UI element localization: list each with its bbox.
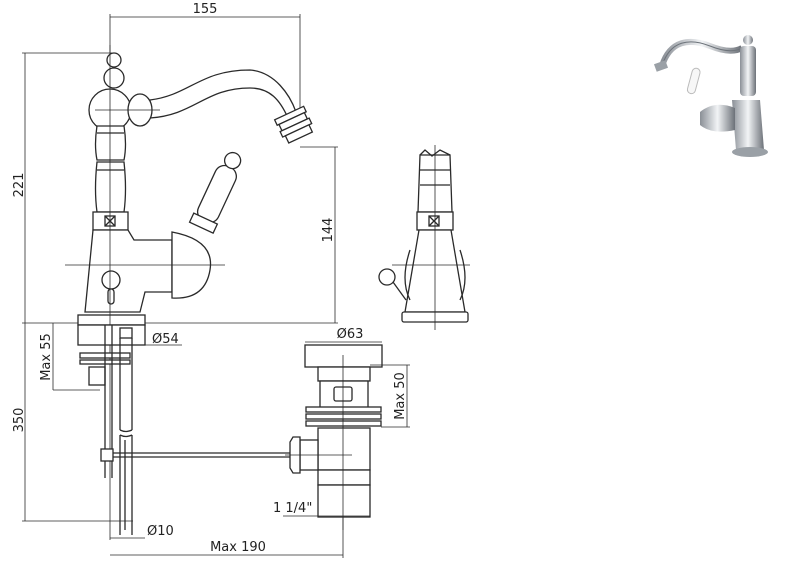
label-221: 221	[12, 173, 27, 198]
pop-up-rod-assembly	[77, 324, 295, 535]
faucet-side-view	[378, 145, 470, 330]
label-350: 350	[12, 408, 27, 433]
label-144: 144	[321, 218, 336, 243]
dimension-144: 144	[300, 146, 338, 323]
dimension-max-55: Max 55	[39, 323, 100, 391]
label-diameter-63: Ø63	[337, 327, 364, 342]
label-max-190: Max 190	[210, 540, 266, 555]
dimension-thread-1-1-4: 1 1/4"	[273, 501, 370, 517]
product-photo	[653, 35, 768, 157]
dimension-155: 155	[109, 2, 301, 128]
pop-up-waste	[285, 344, 383, 530]
label-max-55: Max 55	[39, 333, 54, 381]
label-thread-1-1-4: 1 1/4"	[273, 501, 312, 516]
dimension-diameter-54: Ø54	[140, 332, 182, 347]
dimension-350: 350	[12, 323, 133, 522]
label-155: 155	[193, 2, 218, 17]
label-max-50: Max 50	[393, 372, 408, 420]
dimension-diameter-63: Ø63	[305, 327, 382, 343]
dimension-max-50: Max 50	[370, 364, 410, 428]
label-diameter-54: Ø54	[152, 332, 179, 347]
label-diameter-10: Ø10	[147, 524, 174, 539]
faucet-front-view	[65, 45, 314, 540]
dimension-221: 221	[12, 52, 112, 323]
dimension-diameter-10: Ø10	[110, 524, 174, 539]
